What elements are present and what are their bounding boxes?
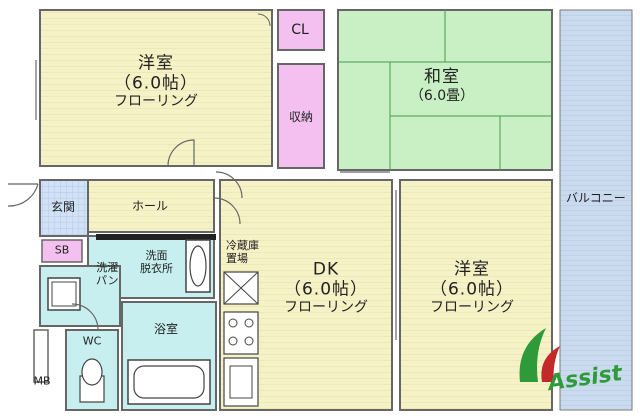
entrance-floor: [39, 179, 89, 237]
japanese-room-name: 和室: [423, 67, 460, 88]
fridge-space-label: 冷蔵庫 置場: [226, 239, 259, 265]
dk-room-size: （6.0帖）: [283, 278, 369, 299]
western-room-1-size: （6.0帖）: [113, 72, 199, 93]
assist-logo: [519, 328, 560, 382]
dk-room-floor: フローリング: [283, 299, 368, 316]
closet-cl: [277, 9, 325, 51]
japanese-room-size: （6.0畳）: [409, 87, 475, 104]
balcony-label: バルコニー: [566, 191, 626, 205]
western-room-2-label: 洋室 （6.0帖） フローリング: [429, 259, 515, 316]
entrance-label: 玄関: [50, 200, 76, 215]
western-room-2-name: 洋室: [453, 259, 490, 280]
western-room-1-label: 洋室 （6.0帖） フローリング: [113, 53, 199, 110]
laundry-pan-label: 洗濯 パン: [96, 261, 119, 287]
closet-label: CL: [291, 21, 309, 38]
washroom-label: 洗面 脱衣所: [140, 249, 173, 275]
wc-label: WC: [82, 334, 102, 348]
balcony: [559, 9, 633, 411]
kitchen-sink: [223, 357, 259, 407]
meter-box-label: MB: [33, 374, 51, 388]
hall-floor: [87, 179, 215, 233]
shoebox-label: SB: [54, 243, 70, 257]
hall-label: ホール: [131, 199, 169, 214]
storage-label: 収納: [288, 110, 314, 125]
storage: [277, 63, 325, 169]
western-room-1-name: 洋室: [137, 53, 174, 74]
stove: [223, 311, 259, 355]
western-room-1-floor: フローリング: [113, 93, 198, 110]
shoebox: [41, 239, 83, 263]
dk-room-label: DK （6.0帖） フローリング: [283, 259, 369, 316]
dk-room-name: DK: [312, 259, 340, 280]
western-room-1: [39, 9, 273, 167]
japanese-room-label: 和室 （6.0畳）: [410, 68, 474, 104]
western-room-2-size: （6.0帖）: [429, 278, 515, 299]
meter-box: [33, 329, 49, 383]
western-room-2-floor: フローリング: [429, 299, 514, 316]
bathroom-label: 浴室: [153, 322, 179, 337]
